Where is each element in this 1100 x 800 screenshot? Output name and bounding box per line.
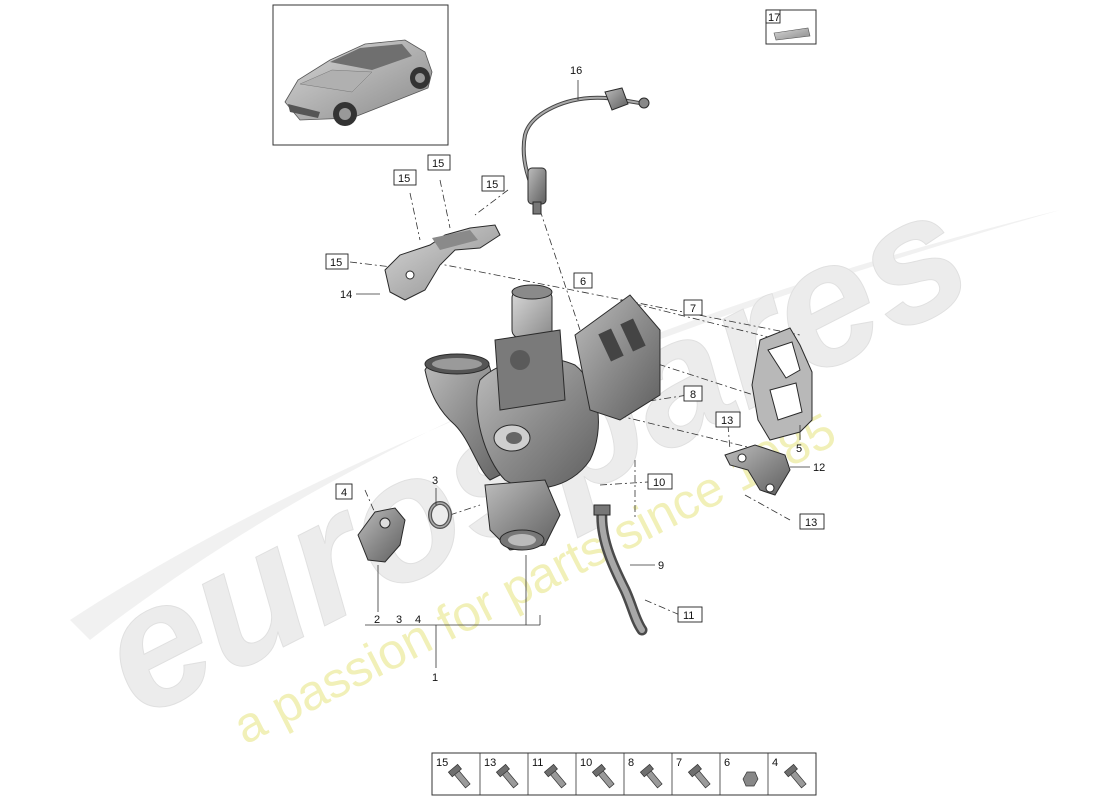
bolt-icon — [495, 763, 519, 789]
legend-cell-10[interactable]: 10 — [575, 753, 615, 795]
legend-label-7: 7 — [676, 757, 682, 769]
wastegate-valve-2[interactable] — [357, 507, 406, 563]
callout-8: 8 — [690, 389, 696, 401]
callout-11: 11 — [683, 610, 694, 622]
callout-3b: 3 — [396, 614, 402, 626]
callout-10: 10 — [653, 477, 665, 489]
legend-cell-6[interactable]: 6 — [719, 753, 759, 795]
callout-6: 6 — [580, 276, 586, 288]
callout-4a: 4 — [341, 487, 347, 499]
callout-4b: 4 — [415, 614, 421, 626]
legend-cell-15[interactable]: 15 — [436, 757, 471, 789]
bolt-icon — [591, 763, 615, 789]
seal-ring-3[interactable] — [428, 501, 452, 529]
callout-13b: 13 — [805, 517, 817, 529]
callouts: 16 15 15 15 15 14 6 7 8 13 13 10 11 5 12… — [325, 65, 825, 684]
legend-cell-11[interactable]: 11 — [527, 753, 567, 795]
nut-icon — [742, 771, 759, 787]
legend-label-15: 15 — [436, 757, 448, 769]
callout-16: 16 — [570, 65, 582, 77]
callout-13a: 13 — [721, 415, 733, 427]
legend-cell-8[interactable]: 8 — [623, 753, 663, 795]
bolt-icon — [543, 763, 567, 789]
gasket-5[interactable] — [751, 327, 813, 441]
bolt-icon — [783, 763, 807, 789]
legend-label-11: 11 — [532, 757, 543, 769]
heat-shield-14[interactable] — [384, 224, 501, 301]
callout-15c: 15 — [486, 179, 498, 191]
vehicle-thumbnail[interactable] — [272, 4, 449, 146]
legend-label-10: 10 — [580, 757, 592, 769]
legend-cell-13[interactable]: 13 — [479, 753, 519, 795]
bolt-icon — [447, 763, 471, 789]
oil-return-pipe-9[interactable] — [593, 504, 648, 636]
bolt-icon — [639, 763, 663, 789]
callout-1: 1 — [432, 672, 438, 684]
callout-12: 12 — [813, 462, 825, 474]
turbocharger-1[interactable] — [424, 284, 661, 551]
oxygen-sensor-16[interactable] — [521, 87, 650, 215]
legend-cell-7[interactable]: 7 — [671, 753, 711, 795]
sealant-strip-icon — [773, 27, 811, 41]
callout-17: 17 — [768, 12, 780, 24]
bracket-12[interactable] — [724, 444, 791, 496]
callout-3a: 3 — [432, 475, 438, 487]
callout-2: 2 — [374, 614, 380, 626]
callout-5: 5 — [796, 443, 802, 455]
legend-cell-4[interactable]: 4 — [767, 753, 807, 795]
callout-15b: 15 — [432, 158, 444, 170]
bolt-icon — [687, 763, 711, 789]
car-icon — [284, 39, 433, 126]
legend-label-4: 4 — [772, 757, 778, 769]
callout-15d: 15 — [330, 257, 342, 269]
item-17-box[interactable]: 17 — [765, 9, 817, 45]
legend-label-13: 13 — [484, 757, 496, 769]
callout-7: 7 — [690, 303, 696, 315]
leader-lines — [356, 80, 810, 668]
callout-15a: 15 — [398, 173, 410, 185]
callout-9: 9 — [658, 560, 664, 572]
legend-label-8: 8 — [628, 757, 634, 769]
legend-label-6: 6 — [724, 757, 730, 769]
callout-14: 14 — [340, 289, 352, 301]
hardware-legend: 15 13 11 10 8 7 6 4 — [431, 752, 817, 796]
